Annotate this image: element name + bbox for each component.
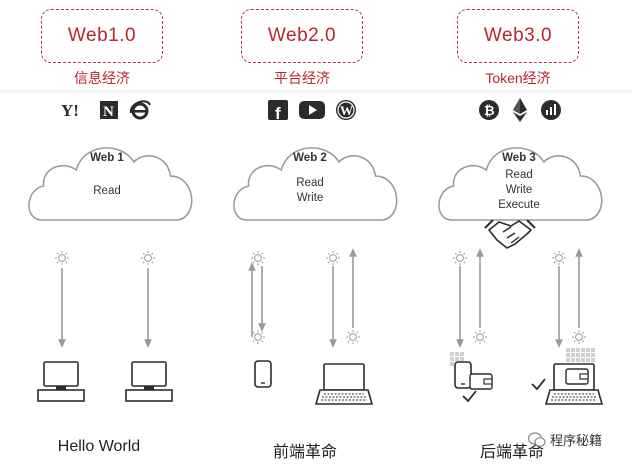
era-title-web2: Web2.0: [267, 25, 337, 46]
laptop-icon-web2: [315, 363, 373, 405]
web2-connections: [248, 248, 361, 348]
youtube-icon: [299, 101, 325, 119]
web1-connections: [54, 250, 156, 348]
cloud-label-web3: Web 3 Read Write Execute: [474, 151, 564, 213]
cloud-line-web3-execute: Execute: [498, 199, 540, 211]
web3-connections: [452, 248, 587, 348]
era-box-web3: Web3.0: [457, 9, 579, 63]
era-box-web1: Web1.0: [41, 9, 163, 63]
era-subtitle-web3: Token经济: [485, 70, 551, 86]
ethereum-icon: [513, 98, 527, 122]
svg-text:₿: ₿: [484, 104, 495, 119]
web3-laptop-wallet-icon: [531, 348, 603, 405]
cloud-title-web3: Web 3: [502, 152, 536, 164]
cloud-title-web2: Web 2: [293, 152, 327, 164]
svg-text:Y!: Y!: [61, 101, 79, 120]
wechat-icon: [528, 431, 546, 447]
watermark-text: 程序秘籍: [550, 433, 603, 448]
era-subtitle-web2: 平台经济: [274, 70, 330, 86]
header-separator: [0, 90, 632, 94]
netscape-icon: N: [100, 101, 118, 120]
cloud-line-web2-read: Read: [296, 177, 324, 189]
cloud-label-web2: Web 2 Read Write: [265, 151, 355, 206]
wordpress-icon: W: [336, 100, 356, 120]
web3-mobile-wallet-icon: [450, 352, 493, 403]
svg-text:f: f: [275, 104, 281, 120]
bottom-label-web1: Hello World: [57, 438, 141, 455]
bitcoin-icon: ₿: [479, 100, 499, 120]
cloud-title-web1: Web 1: [90, 152, 124, 164]
cloud-line-web3-write: Write: [505, 184, 533, 196]
bottom-label-web3: 后端革命: [479, 444, 544, 461]
era-box-web2: Web2.0: [241, 9, 363, 63]
svg-text:W: W: [340, 103, 353, 118]
handshake-icon: [484, 219, 536, 249]
desktop-icon-1: [37, 361, 85, 402]
cloud-line-web2-write: Write: [296, 192, 324, 204]
cloud-line-web3-read: Read: [505, 169, 533, 181]
era-title-web1: Web1.0: [67, 25, 137, 46]
cloud-label-web1: Web 1 Read: [62, 151, 152, 199]
internet-explorer-icon: [129, 100, 151, 120]
bottom-label-web2: 前端革命: [272, 444, 337, 461]
yahoo-icon: Y!: [61, 101, 79, 120]
chart-app-icon: [541, 100, 561, 120]
svg-text:N: N: [103, 104, 114, 120]
desktop-icon-2: [125, 361, 173, 402]
era-subtitle-web1: 信息经济: [74, 70, 130, 86]
facebook-icon: f: [268, 100, 288, 120]
watermark: 程序秘籍: [528, 430, 602, 449]
era-title-web3: Web3.0: [483, 25, 553, 46]
cloud-line-web1-read: Read: [93, 185, 121, 197]
phone-icon: [254, 360, 272, 388]
